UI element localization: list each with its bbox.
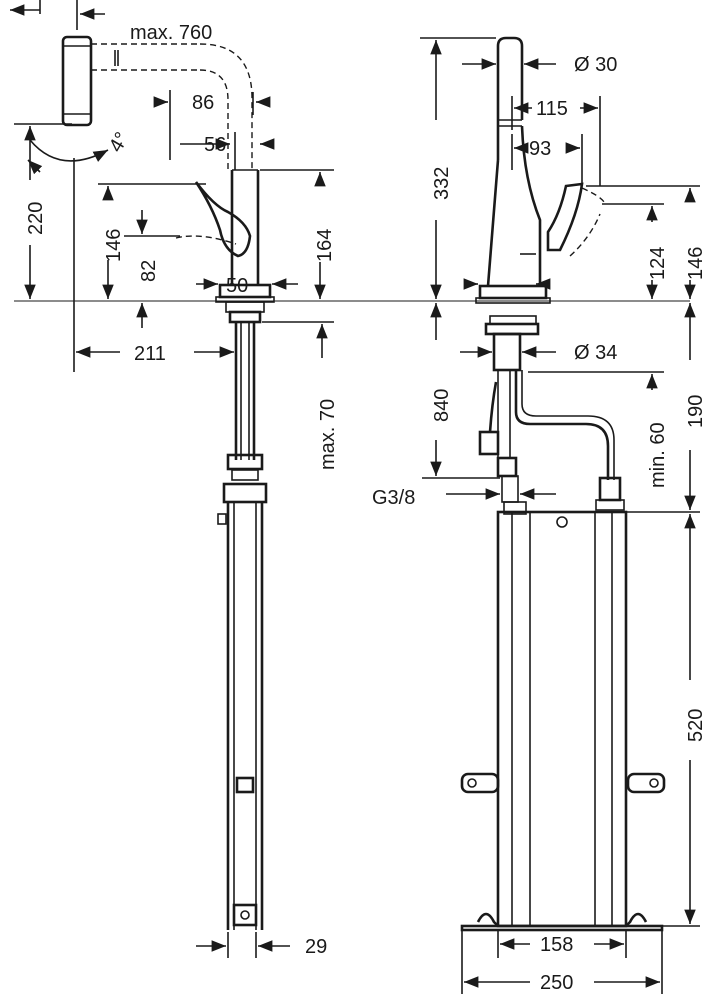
label-50: 50 (226, 275, 248, 297)
dim-220: 220 (14, 123, 690, 302)
dim-93: 93 (511, 134, 583, 184)
label-max-760: max. 760 (130, 22, 212, 44)
dim-211: 211 (73, 158, 234, 372)
dim-146-right: 146 (463, 185, 707, 299)
label-angle-4: 4° (105, 129, 134, 157)
spout-head (61, 35, 253, 170)
dim-56: 56 (180, 132, 275, 170)
label-56: 56 (204, 134, 226, 156)
box-enclosure (460, 510, 666, 932)
label-146-right: 146 (685, 247, 707, 280)
dim-190: 190 (626, 303, 707, 513)
dim-g38: G3/8 (372, 487, 556, 509)
label-250: 250 (540, 972, 573, 994)
dim-164: 164 (260, 169, 336, 299)
dim-840: 840 (422, 303, 500, 479)
label-220: 220 (25, 202, 47, 235)
dim-29: 29 (196, 932, 327, 958)
label-82: 82 (138, 260, 160, 282)
dim-82: 82 (124, 210, 180, 328)
label-146-left: 146 (103, 229, 125, 262)
dim-146-left: 146 (98, 183, 206, 299)
dim-max-760: max. 760 (9, 0, 212, 44)
dim-332: 332 (420, 37, 496, 299)
dim-158: 158 (497, 930, 627, 958)
dim-115: 115 (511, 96, 601, 186)
label-dia-34: Ø 34 (574, 342, 617, 364)
dim-124: 124 (602, 203, 669, 299)
dim-dia-30: Ø 30 (462, 54, 617, 76)
dim-angle-4: 4° (27, 129, 134, 175)
label-520: 520 (685, 709, 707, 742)
dim-86: 86 (153, 90, 271, 160)
label-min-60: min. 60 (647, 422, 669, 488)
label-86: 86 (192, 92, 214, 114)
dim-520: 520 (626, 514, 707, 927)
faucet-front-body (475, 36, 625, 515)
label-211: 211 (134, 343, 166, 365)
label-190: 190 (685, 395, 707, 428)
label-332: 332 (431, 167, 453, 200)
label-124: 124 (647, 247, 669, 280)
label-164: 164 (314, 229, 336, 262)
label-840: 840 (431, 389, 453, 422)
label-115: 115 (536, 98, 568, 120)
label-g38: G3/8 (372, 487, 415, 509)
dim-50: 50 (196, 275, 298, 297)
side-view: max. 760 86 56 4° 220 (9, 0, 690, 958)
label-max-70: max. 70 (317, 399, 339, 470)
dim-dia-34: Ø 34 (460, 342, 617, 364)
label-93: 93 (529, 138, 551, 160)
label-dia-30: Ø 30 (574, 54, 617, 76)
label-158: 158 (540, 934, 573, 956)
dim-250: 250 (461, 930, 663, 994)
front-view: Ø 30 115 93 332 12 (372, 36, 707, 994)
dim-max-70: max. 70 (262, 321, 339, 470)
label-29: 29 (305, 936, 327, 958)
dim-min-60: min. 60 (528, 371, 669, 488)
faucet-body (175, 169, 275, 930)
